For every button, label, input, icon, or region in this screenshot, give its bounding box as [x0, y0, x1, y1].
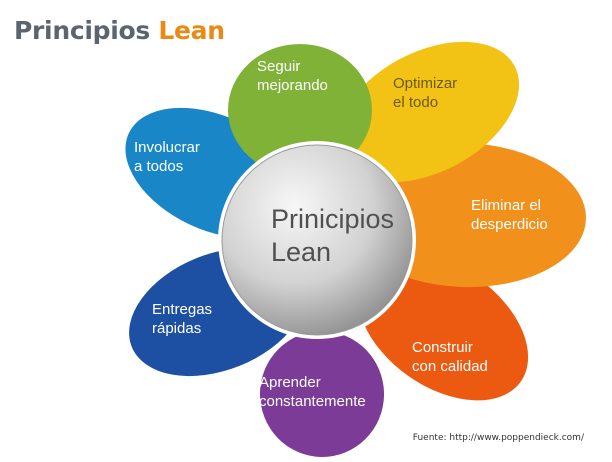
petal-label-line2: con calidad [412, 358, 488, 375]
petal-label-line2: el todo [393, 94, 438, 111]
petal-label-line2: a todos [134, 158, 183, 175]
petal-label-line1: Construir [412, 339, 473, 356]
source-credit: Fuente: http://www.poppendieck.com/ [412, 433, 584, 443]
petal-label-line2: constantemente [259, 393, 366, 410]
title-word-lean: Lean [158, 16, 225, 45]
center-label-line1: Prinicipios [271, 204, 394, 234]
slide-title: Principios Lean [14, 16, 225, 45]
petal-optimizar-el-todo: Optimizar el todo [337, 41, 519, 183]
center-circle: Prinicipios Lean [218, 141, 416, 339]
petal-label-line1: Seguir [257, 58, 300, 75]
petal-label-line1: Entregas [152, 301, 212, 318]
petal-label-line1: Involucrar [134, 139, 200, 156]
petal-label-line1: Optimizar [393, 75, 457, 92]
petal-label-line2: mejorando [257, 77, 328, 94]
petal-label-line1: Eliminar el [471, 197, 541, 214]
petal-aprender-constantemente: Aprender constantemente [259, 331, 385, 457]
petal-shape [337, 41, 519, 183]
title-word-principios: Principios [14, 16, 150, 45]
petal-label-line2: rápidas [152, 320, 201, 337]
petal-label-line2: desperdicio [471, 216, 548, 233]
center-circle-disc [221, 144, 413, 336]
petal-label-line1: Aprender [259, 374, 321, 391]
center-label-line2: Lean [271, 237, 331, 267]
petal-shape [259, 331, 385, 457]
